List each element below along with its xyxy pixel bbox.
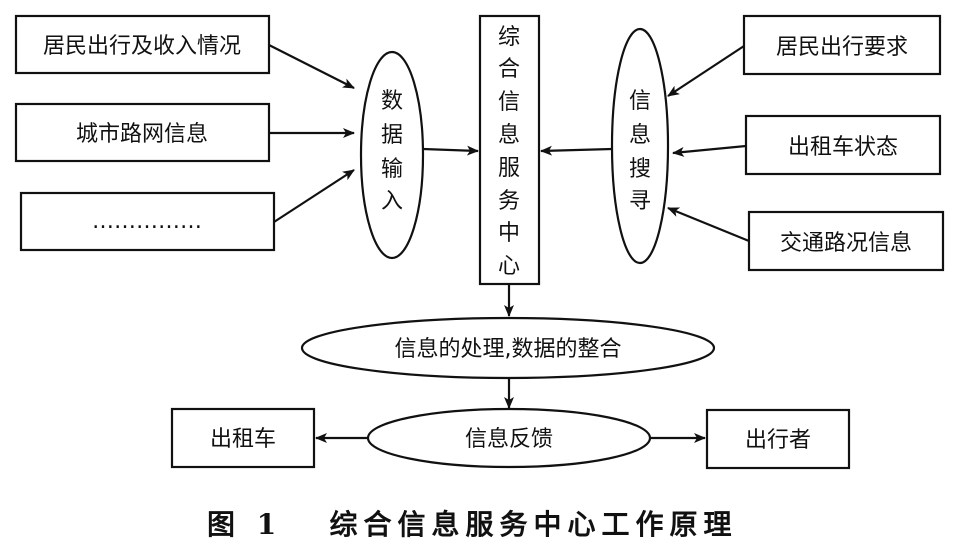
center-char: 信 — [498, 90, 520, 115]
input-box-label: 交通路况信息 — [780, 231, 912, 256]
input-box-label: 居民出行要求 — [776, 35, 908, 60]
arrow-info-search-to-center — [540, 145, 613, 156]
info-search-char: 信 — [629, 89, 651, 114]
arrow-right-input1-to-search — [667, 45, 745, 97]
info-search-char: 搜 — [629, 157, 651, 182]
info-search-node: 信 息 搜 寻 — [610, 27, 670, 265]
input-box-taxi-status: 出租车状态 — [744, 114, 942, 176]
center-char: 服 — [498, 156, 520, 181]
arrow-right-input2-to-search — [672, 144, 747, 157]
center-char: 中 — [498, 221, 520, 246]
data-input-char: 入 — [381, 189, 403, 214]
figure-caption: 图 1 综合信息服务中心工作原理 — [207, 508, 737, 541]
center-char: 合 — [498, 57, 520, 82]
output-box-traveler: 出行者 — [705, 408, 851, 470]
center-char: 心 — [498, 254, 520, 279]
center-char: 务 — [498, 189, 520, 214]
process-label: 信息的处理,数据的整合 — [395, 337, 622, 362]
center-char: 息 — [498, 123, 520, 148]
data-input-char: 据 — [381, 123, 403, 148]
arrow-data-input-to-center — [422, 145, 479, 156]
input-box-resident-travel-request: 居民出行要求 — [742, 14, 942, 76]
output-box-label: 出行者 — [745, 428, 811, 453]
output-box-label: 出租车 — [210, 427, 276, 452]
process-integrate-node: 信息的处理,数据的整合 — [300, 316, 716, 380]
center-char: 综 — [498, 25, 520, 50]
info-search-char: 寻 — [629, 189, 651, 214]
data-input-node: 数 据 输 入 — [359, 50, 425, 260]
input-box-label: 出租车状态 — [788, 135, 898, 160]
input-box-ellipsis: …………… — [19, 191, 276, 252]
arrow-input1-to-data-input — [268, 44, 355, 89]
feedback-label: 信息反馈 — [465, 427, 553, 452]
data-input-char: 输 — [381, 157, 403, 182]
info-service-center-node: 综 合 信 息 服 务 中 心 — [478, 14, 541, 286]
input-box-label: 城市路网信息 — [76, 122, 208, 147]
data-input-char: 数 — [381, 89, 403, 114]
input-box-resident-travel-income: 居民出行及收入情况 — [14, 14, 271, 75]
output-box-taxi: 出租车 — [170, 407, 316, 469]
info-feedback-node: 信息反馈 — [366, 407, 652, 469]
arrow-input3-to-data-input — [273, 169, 355, 223]
info-search-char: 息 — [629, 123, 651, 148]
input-box-traffic-condition: 交通路况信息 — [747, 210, 945, 272]
input-box-city-road-network: 城市路网信息 — [14, 102, 271, 163]
input-box-label: 居民出行及收入情况 — [43, 34, 241, 59]
arrow-right-input3-to-search — [667, 206, 750, 243]
input-box-label: …………… — [92, 209, 202, 234]
